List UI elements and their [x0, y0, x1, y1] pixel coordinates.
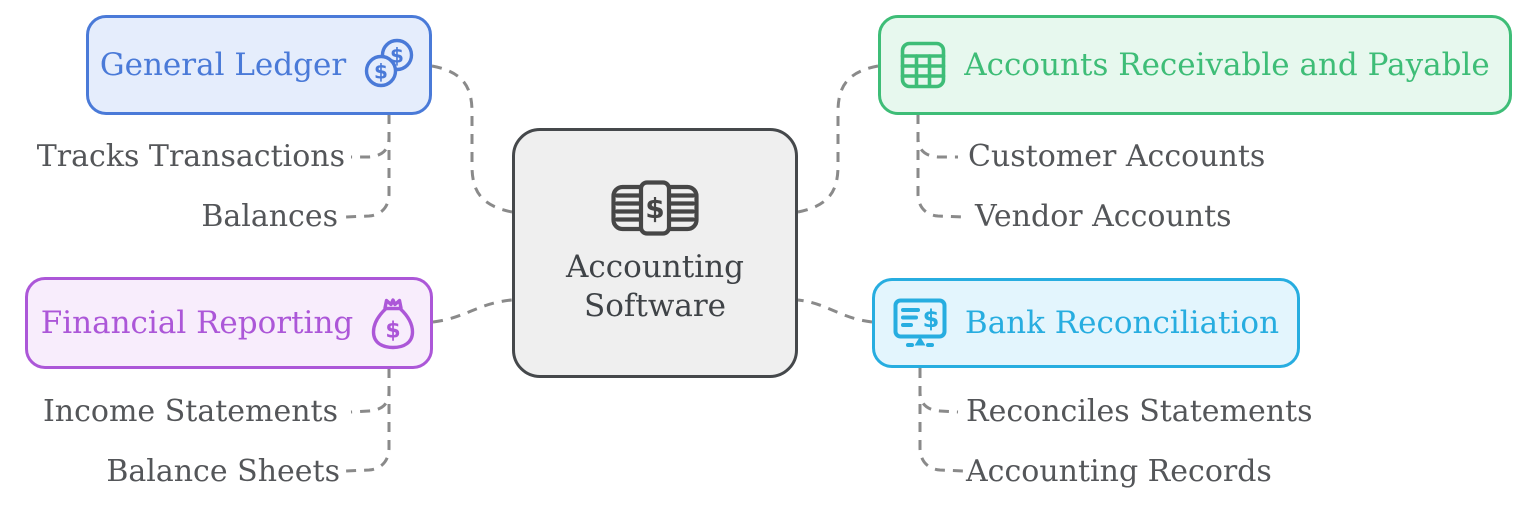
- edge-gl-tracks: [351, 114, 391, 159]
- svg-text:$: $: [923, 305, 940, 333]
- svg-text:$: $: [645, 192, 664, 225]
- node-accounts-receivable-payable: Accounts Receivable and Payable: [878, 15, 1512, 115]
- table-grid-icon: [900, 40, 946, 90]
- edge-arp-center: [797, 64, 879, 214]
- subtopic-tracks-transactions: Tracks Transactions: [36, 139, 345, 174]
- edge-arp-vendor: [916, 114, 965, 219]
- node-bank-reconciliation: $ Bank Reconciliation: [872, 278, 1300, 368]
- general-ledger-label: General Ledger: [99, 47, 347, 83]
- subtopic-balances: Balances: [201, 199, 338, 234]
- subtopic-reconciles-statements: Reconciles Statements: [966, 394, 1313, 429]
- center-label-line2: Software: [583, 288, 726, 324]
- node-accounting-software: $ Accounting Software: [512, 128, 798, 378]
- edge-fr-income: [350, 368, 391, 414]
- edge-fr-balance-sheets: [344, 368, 391, 473]
- edge-br-records: [918, 368, 965, 473]
- edge-gl-balances: [344, 114, 391, 219]
- edge-general-ledger-center: [431, 64, 513, 214]
- arp-label: Accounts Receivable and Payable: [964, 47, 1490, 83]
- money-stack-icon: $: [611, 180, 699, 236]
- edge-financial-reporting-center: [432, 298, 513, 324]
- subtopic-customer-accounts: Customer Accounts: [968, 139, 1266, 174]
- money-bag-icon: $: [369, 295, 417, 351]
- coins-icon: $ $: [360, 36, 418, 94]
- bank-reconciliation-label: Bank Reconciliation: [964, 305, 1280, 341]
- edge-bank-reconciliation-center: [797, 298, 873, 324]
- node-financial-reporting: Financial Reporting $: [25, 277, 433, 369]
- bank-monitor-icon: $: [893, 298, 947, 348]
- subtopic-balance-sheets: Balance Sheets: [106, 454, 340, 489]
- svg-text:$: $: [374, 60, 388, 84]
- node-general-ledger: General Ledger $ $: [86, 15, 432, 115]
- financial-reporting-label: Financial Reporting: [40, 305, 354, 341]
- subtopic-accounting-records: Accounting Records: [966, 454, 1272, 489]
- center-label-line1: Accounting: [566, 249, 744, 286]
- subtopic-vendor-accounts: Vendor Accounts: [975, 199, 1232, 234]
- subtopic-income-statements: Income Statements: [42, 394, 338, 429]
- svg-text:$: $: [386, 319, 401, 344]
- edge-arp-customer: [916, 114, 958, 159]
- center-label: Accounting Software: [566, 248, 744, 326]
- edge-br-reconciles: [918, 368, 959, 414]
